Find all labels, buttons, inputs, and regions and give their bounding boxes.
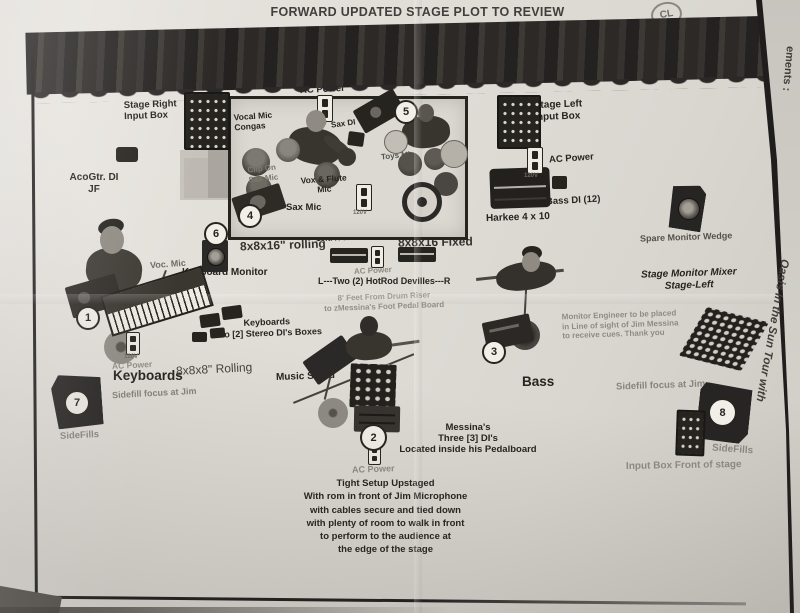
- position-2-badge: 2: [360, 424, 387, 451]
- sax-di-box-icon: [347, 130, 365, 148]
- conga-drum-icon: [242, 148, 270, 176]
- hotrod-amp-icon: [330, 248, 368, 263]
- front-input-box-label: Input Box Front of stage: [625, 458, 742, 473]
- page-border-bottom: [30, 595, 746, 606]
- position-7-badge: 7: [64, 390, 90, 416]
- toys-table-detail: [368, 104, 384, 120]
- paper-fold-vertical: [414, 0, 422, 613]
- clip-on-sax-mic-label: Clip On Sax Mic: [247, 162, 279, 185]
- sidefills-left-label: SideFills: [59, 428, 100, 443]
- sidefill-left-focus-label: Sidefill focus at Jim: [111, 385, 197, 401]
- bass-drum-center: [417, 197, 427, 207]
- acogtr-di-box-icon: [116, 147, 138, 162]
- pedalboard-icon: [349, 363, 397, 409]
- sidefills-right-label: SideFills: [711, 442, 754, 457]
- position-1-badge: 1: [76, 306, 100, 330]
- keyboard-monitor-label: Keyboard Monitor: [182, 267, 268, 278]
- stair-step: [184, 158, 208, 198]
- acogtr-di-label: AcoGtr. DI JF: [69, 172, 119, 195]
- page-title: FORWARD UPDATED STAGE PLOT TO REVIEW: [270, 5, 565, 19]
- background-bottom-edge: [0, 607, 450, 613]
- position-5-badge: 5: [394, 100, 418, 124]
- monitor-engineer-note: Monitor Engineer to be placed in Line of…: [561, 308, 679, 341]
- spare-wedge-label: Spare Monitor Wedge: [639, 230, 733, 244]
- keyboardist-figure: [100, 226, 124, 254]
- stage-right-input-box-label: Stage Right Input Box: [123, 98, 177, 123]
- position-3-badge: 3: [482, 340, 506, 364]
- sax-mic-label: Sax Mic: [286, 202, 322, 213]
- keyboards-label: Keyboards: [113, 368, 183, 383]
- di-box-icon: [221, 304, 243, 321]
- bass-di-box-icon: [552, 176, 567, 189]
- sidefill-right-focus-label: Sidefill focus at Jim: [615, 378, 706, 393]
- drummer-figure: [418, 104, 434, 122]
- outlet-icon: [356, 184, 372, 211]
- position-6-badge: 6: [204, 222, 228, 246]
- outlet-icon: [126, 332, 140, 355]
- di-box-icon: [192, 332, 207, 342]
- percussionist-figure: [306, 110, 326, 132]
- guitarist-figure: [360, 316, 378, 336]
- paper-crease-horizontal: [0, 294, 800, 304]
- conga-drum-icon: [276, 138, 300, 162]
- stair-step: [208, 150, 230, 198]
- keyboards-size-label: 8x8x8" Rolling: [175, 360, 253, 378]
- front-input-box-icon: [675, 409, 706, 457]
- hotrod-amp-icon: [398, 247, 436, 262]
- outlet-icon: [371, 246, 384, 268]
- messina-di-note: Messina's Three [3] DI's Located inside …: [399, 422, 537, 456]
- bassist-figure: [522, 252, 540, 272]
- wedge-highlight: [489, 323, 520, 333]
- hand-drum-icon: [314, 162, 340, 188]
- setup-note: Tight Setup Upstaged With rom in front o…: [303, 478, 468, 556]
- stage-left-ac-power-label: AC Power: [548, 151, 595, 166]
- cab-highlight: [493, 185, 546, 189]
- toy-drum-icon: [338, 148, 356, 166]
- vocal-mic-congas-label: Vocal Mic Congas: [233, 109, 273, 133]
- page-border-left: [31, 55, 38, 603]
- position-4-badge: 4: [238, 204, 262, 228]
- outlet-voltage: 120V: [524, 173, 539, 179]
- stand-base-icon: [318, 398, 348, 428]
- stage-right-input-box-icon: [184, 92, 230, 150]
- stage-left-input-box-label: Stage Left Input Box: [533, 98, 583, 123]
- tom-drum-icon: [398, 152, 422, 176]
- outlet-icon: [527, 147, 543, 174]
- voc-mic-label: Voc. Mic: [149, 257, 187, 271]
- hotrod-label: L---Two (2) HotRod Devilles---R: [318, 276, 451, 286]
- vox-flute-mic-label: Vox & Flute Mic: [300, 172, 348, 195]
- bass-di-label: Bass DI (12): [545, 193, 601, 208]
- amp-slot: [359, 413, 396, 417]
- monitor-mixer-label: Stage Monitor Mixer Stage-Left: [640, 266, 737, 292]
- bass-drum-icon: [402, 182, 442, 222]
- di-box-icon: [209, 327, 226, 339]
- stage-left-input-box-icon: [497, 95, 541, 149]
- outlet-voltage: 120V: [353, 210, 368, 216]
- cymbal-icon: [440, 140, 468, 168]
- outlet-voltage: 120V: [124, 354, 139, 360]
- stage-curtain: [25, 15, 793, 95]
- position-8-badge: 8: [708, 398, 737, 427]
- speaker-cone: [207, 248, 225, 266]
- bass-cab-label: Harkee 4 x 10: [485, 210, 551, 225]
- bass-label: Bass: [522, 374, 555, 389]
- cab-grill: [494, 197, 547, 201]
- di-box-icon: [199, 312, 221, 329]
- spare-wedge-cone: [678, 198, 700, 220]
- cymbal-icon: [384, 130, 408, 154]
- messina-ac-power-label: AC Power: [351, 463, 395, 475]
